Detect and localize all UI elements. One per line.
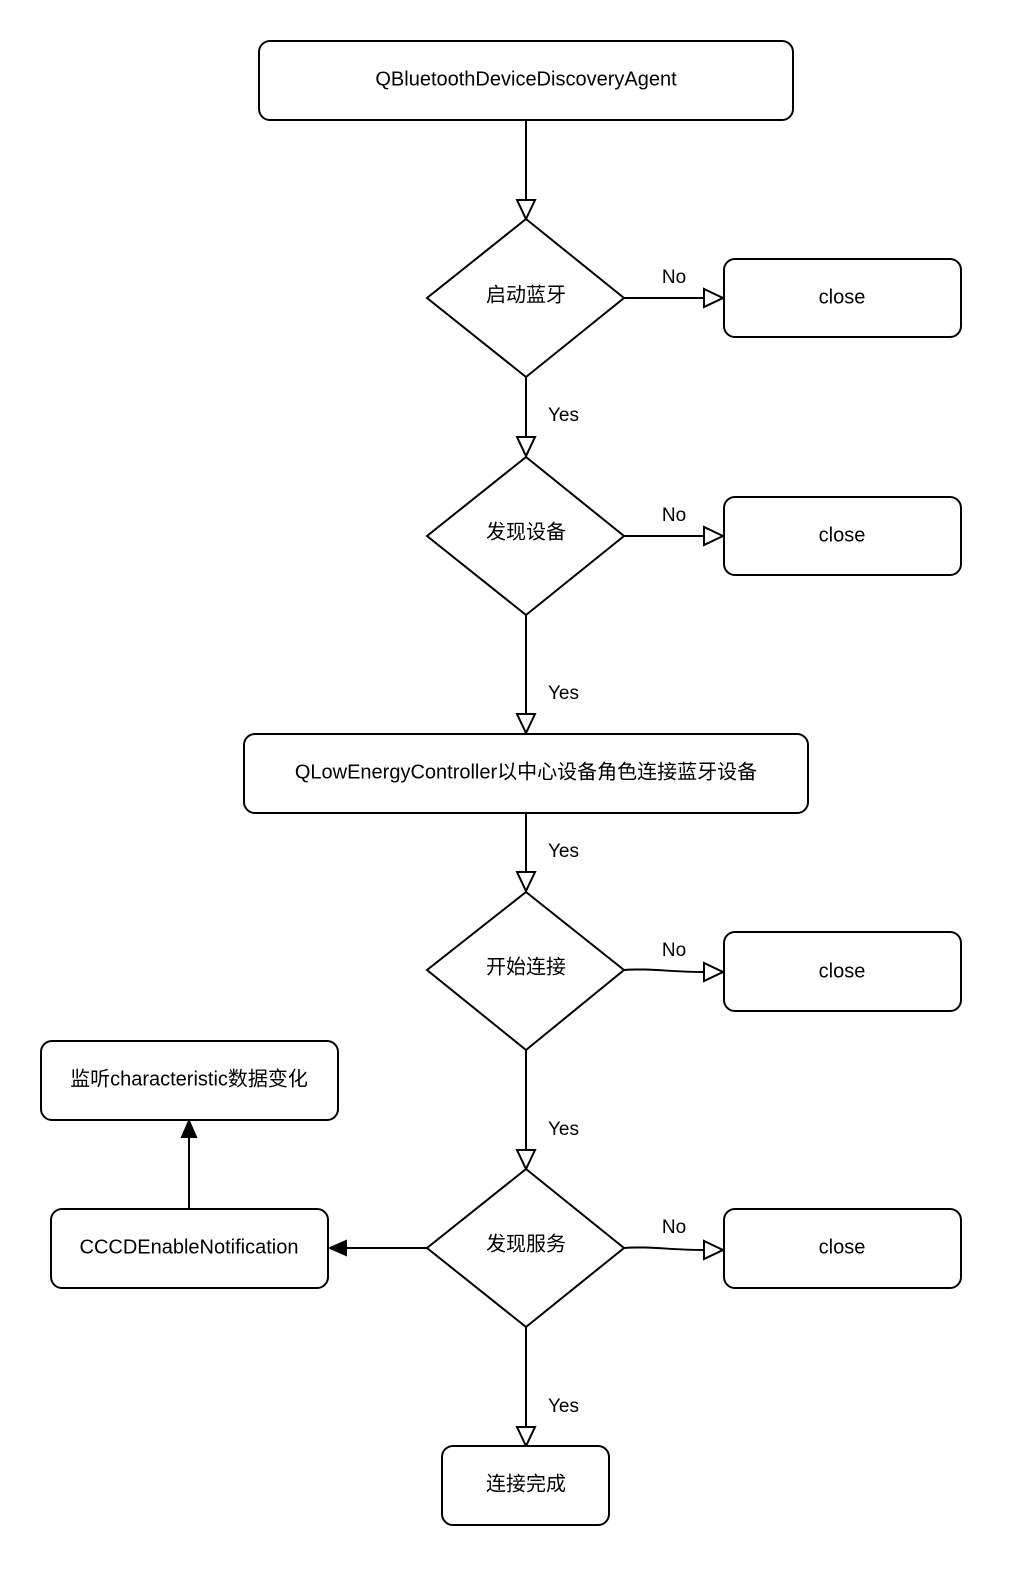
edge-label-yes-4: Yes <box>548 1119 579 1140</box>
node-agent <box>258 40 794 121</box>
arrow-discover-service-to-done <box>515 1426 537 1449</box>
node-start-bt <box>425 217 626 379</box>
node-close-1-label: close <box>819 286 866 308</box>
node-start-connect-label: 开始连接 <box>486 955 566 978</box>
node-controller-label: QLowEnergyController以中心设备角色连接蓝牙设备 <box>295 760 757 783</box>
edges <box>180 120 726 1449</box>
node-discover-device <box>425 455 626 617</box>
node-close-2 <box>723 496 962 576</box>
edge-label-no-2: No <box>662 505 686 526</box>
node-close-3-label: close <box>819 960 866 982</box>
edge-start-connect-to-close-3 <box>623 968 705 973</box>
node-discover-device-label: 发现设备 <box>486 520 566 543</box>
edge-label-yes-1: Yes <box>548 405 579 426</box>
arrow-start-connect-to-close-3 <box>703 961 726 983</box>
node-controller <box>243 733 809 814</box>
arrow-start-bt-to-close-1 <box>703 287 726 309</box>
edge-labels: No Yes No Yes Yes No Yes No Yes <box>548 267 686 1417</box>
node-close-1 <box>723 258 962 338</box>
arrow-discover-service-to-close-4 <box>703 1239 726 1261</box>
edge-discover-service-to-close-4 <box>623 1246 705 1251</box>
nodes: QBluetoothDeviceDiscoveryAgent 启动蓝牙 clos… <box>40 40 962 1526</box>
node-start-bt-label: 启动蓝牙 <box>486 283 566 306</box>
node-listen <box>40 1040 339 1121</box>
node-discover-service <box>425 1167 626 1329</box>
node-close-3 <box>723 931 962 1012</box>
node-start-connect <box>425 890 626 1052</box>
node-done-label: 连接完成 <box>486 1472 566 1495</box>
arrow-discover-device-to-controller <box>515 713 537 736</box>
arrow-discover-service-to-cccd <box>327 1239 347 1257</box>
node-close-4 <box>723 1208 962 1289</box>
node-close-4-label: close <box>819 1236 866 1258</box>
node-cccd <box>50 1208 329 1289</box>
node-discover-service-label: 发现服务 <box>486 1232 566 1255</box>
arrow-agent-to-start-bt <box>515 199 537 222</box>
arrow-start-connect-to-discover-service <box>515 1149 537 1172</box>
edge-label-no-4: No <box>662 1217 686 1238</box>
edge-label-no-3: No <box>662 940 686 961</box>
edge-label-yes-5: Yes <box>548 1396 579 1417</box>
node-listen-label: 监听characteristic数据变化 <box>70 1067 308 1090</box>
arrow-start-bt-to-discover-device <box>515 436 537 459</box>
edge-label-no-1: No <box>662 267 686 288</box>
edge-label-yes-2: Yes <box>548 683 579 704</box>
arrow-discover-device-to-close-2 <box>703 525 726 547</box>
arrow-controller-to-start-connect <box>515 871 537 894</box>
node-cccd-label: CCCDEnableNotification <box>80 1236 299 1258</box>
node-agent-label: QBluetoothDeviceDiscoveryAgent <box>375 68 677 90</box>
edge-label-yes-3: Yes <box>548 841 579 862</box>
node-close-2-label: close <box>819 524 866 546</box>
node-done <box>441 1445 610 1526</box>
arrow-cccd-to-listen <box>180 1118 198 1138</box>
